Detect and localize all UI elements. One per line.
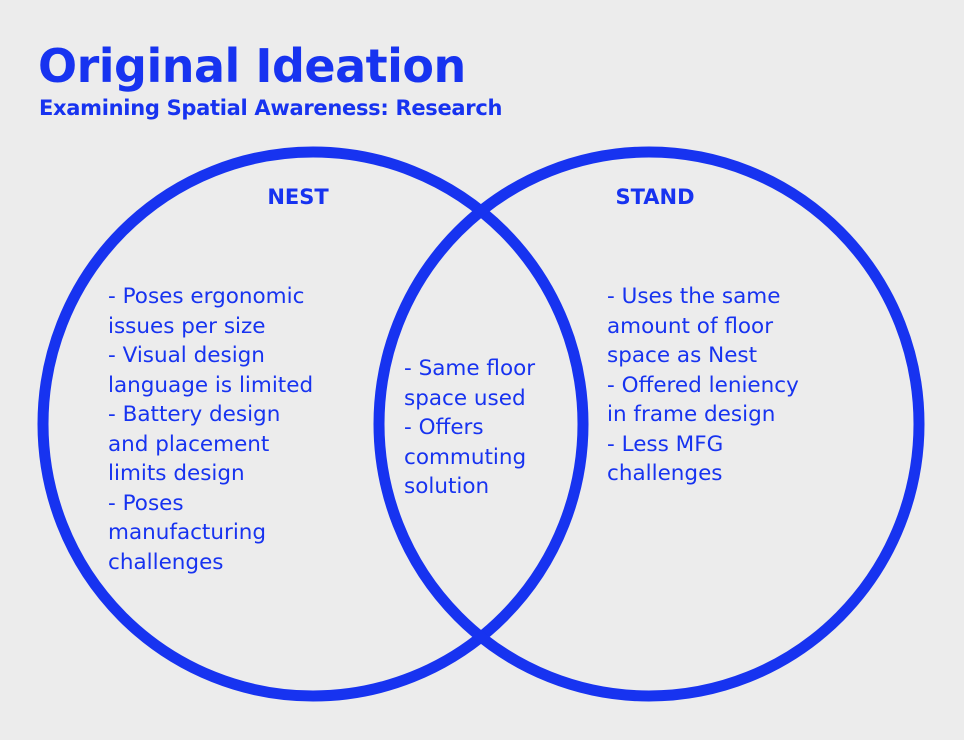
list-item: - Offers: [404, 415, 484, 440]
list-item: - Uses the same: [607, 284, 781, 309]
list-item: - Same floor: [404, 356, 536, 381]
list-item: - Battery design: [108, 402, 281, 427]
stand-list: - Uses the same amount of floor space as…: [607, 282, 799, 489]
list-item: amount of floor: [607, 313, 774, 339]
list-item: - Poses: [108, 490, 184, 516]
nest-label: NEST: [267, 185, 329, 209]
list-item: space used: [404, 385, 526, 411]
list-item: - Poses ergonomic: [108, 284, 305, 309]
list-item: issues per size: [108, 313, 266, 339]
list-item: limits design: [108, 461, 245, 486]
nest-list: - Poses ergonomic issues per size - Visu…: [108, 282, 313, 577]
list-item: language is limited: [108, 372, 314, 398]
stand-label: STAND: [615, 185, 695, 209]
list-item: and placement: [108, 431, 270, 457]
stand-circle: [373, 146, 925, 702]
list-item: commuting: [404, 444, 527, 470]
list-item: challenges: [607, 461, 723, 486]
list-item: challenges: [108, 549, 224, 575]
list-item: - Visual design: [108, 343, 265, 368]
page-title: Original Ideation: [38, 39, 466, 93]
list-item: manufacturing: [108, 520, 267, 545]
list-item: space as Nest: [607, 343, 758, 368]
list-item: - Offered leniency: [607, 372, 799, 398]
list-item: - Less MFG: [607, 431, 724, 457]
nest-circle: [37, 146, 589, 702]
overlap-list: - Same floor space used - Offers commuti…: [404, 354, 535, 502]
list-item: solution: [404, 474, 490, 499]
page-subtitle: Examining Spatial Awareness: Research: [39, 96, 503, 120]
list-item: in frame design: [607, 402, 776, 427]
